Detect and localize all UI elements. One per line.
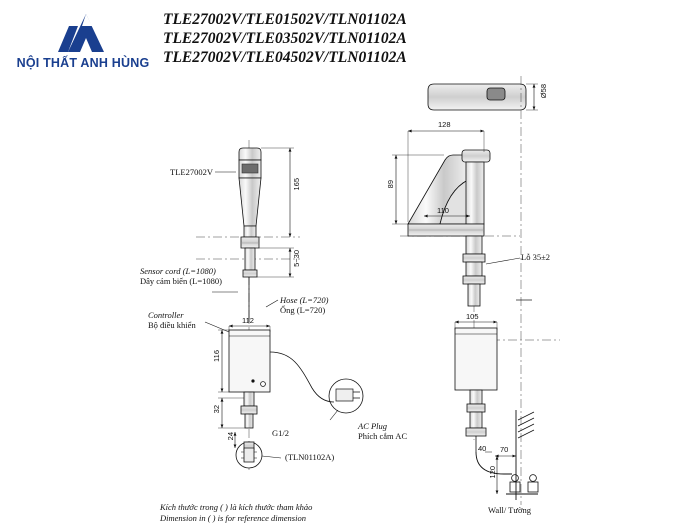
dim-floor-offset: 70 [500,445,509,454]
mountain-a-logo-icon [58,14,104,52]
dim-body-height: 89 [386,180,395,189]
dim-base-range: 5~30 [292,250,301,267]
label-tle27002v: TLE27002V [170,167,213,177]
brand-logo: NỘI THẤT ANH HÙNG [8,10,158,80]
label-hose-vi: Ống (L=720) [280,305,326,315]
footnote: Kích thước trong ( ) là kích thước tham … [160,502,460,523]
dim-top-dia: Ø58 [539,84,548,99]
label-hole: Lỗ 35±2 [521,252,550,262]
dim-controller-foot: 32 [212,405,221,414]
dim-controller-width: 105 [466,312,479,321]
footnote-line-2: Dimension in ( ) is for reference dimens… [160,512,306,523]
label-ac-plug-vi: Phích cắm AC [358,431,408,441]
dim-spout-reach: 128 [438,120,451,129]
dim-controller-height: 116 [212,350,221,362]
dim-controller-width-top: 112 [242,316,254,325]
dim-spout-height: 165 [292,178,301,191]
label-hose-en: Hose (L=720) [280,295,329,305]
label-part-sub: (TLN01102A) [285,452,335,462]
dim-tick-40: 40 [478,444,487,453]
label-sensor-cord-vi: Dây cảm biến (L=1080) [140,276,222,286]
dim-body-depth: 110 [437,206,449,215]
label-ac-plug-en: AC Plug [358,421,388,431]
label-thread: G1/2 [272,428,289,438]
dim-drop: 120 [488,466,497,479]
brand-name: NỘI THẤT ANH HÙNG [16,56,150,70]
label-controller-en: Controller [148,310,184,320]
dim-tail: 24 [226,432,235,441]
footnote-line-1: Kích thước trong ( ) là kích thước tham … [160,502,313,512]
title-line-3: TLE27002V/TLE04502V/TLN01102A [163,49,407,66]
label-sensor-cord-en: Sensor cord (L=1080) [140,266,216,276]
label-controller-vi: Bộ điều khiển [148,320,196,330]
label-wall: Wall/ Tường [488,505,531,515]
title-line-1: TLE27002V/TLE01502V/TLN01102A [163,11,407,28]
product-title: TLE27002V/TLE01502V/TLN01102A TLE27002V/… [163,10,583,67]
title-line-2: TLE27002V/TLE03502V/TLN01102A [163,30,407,47]
